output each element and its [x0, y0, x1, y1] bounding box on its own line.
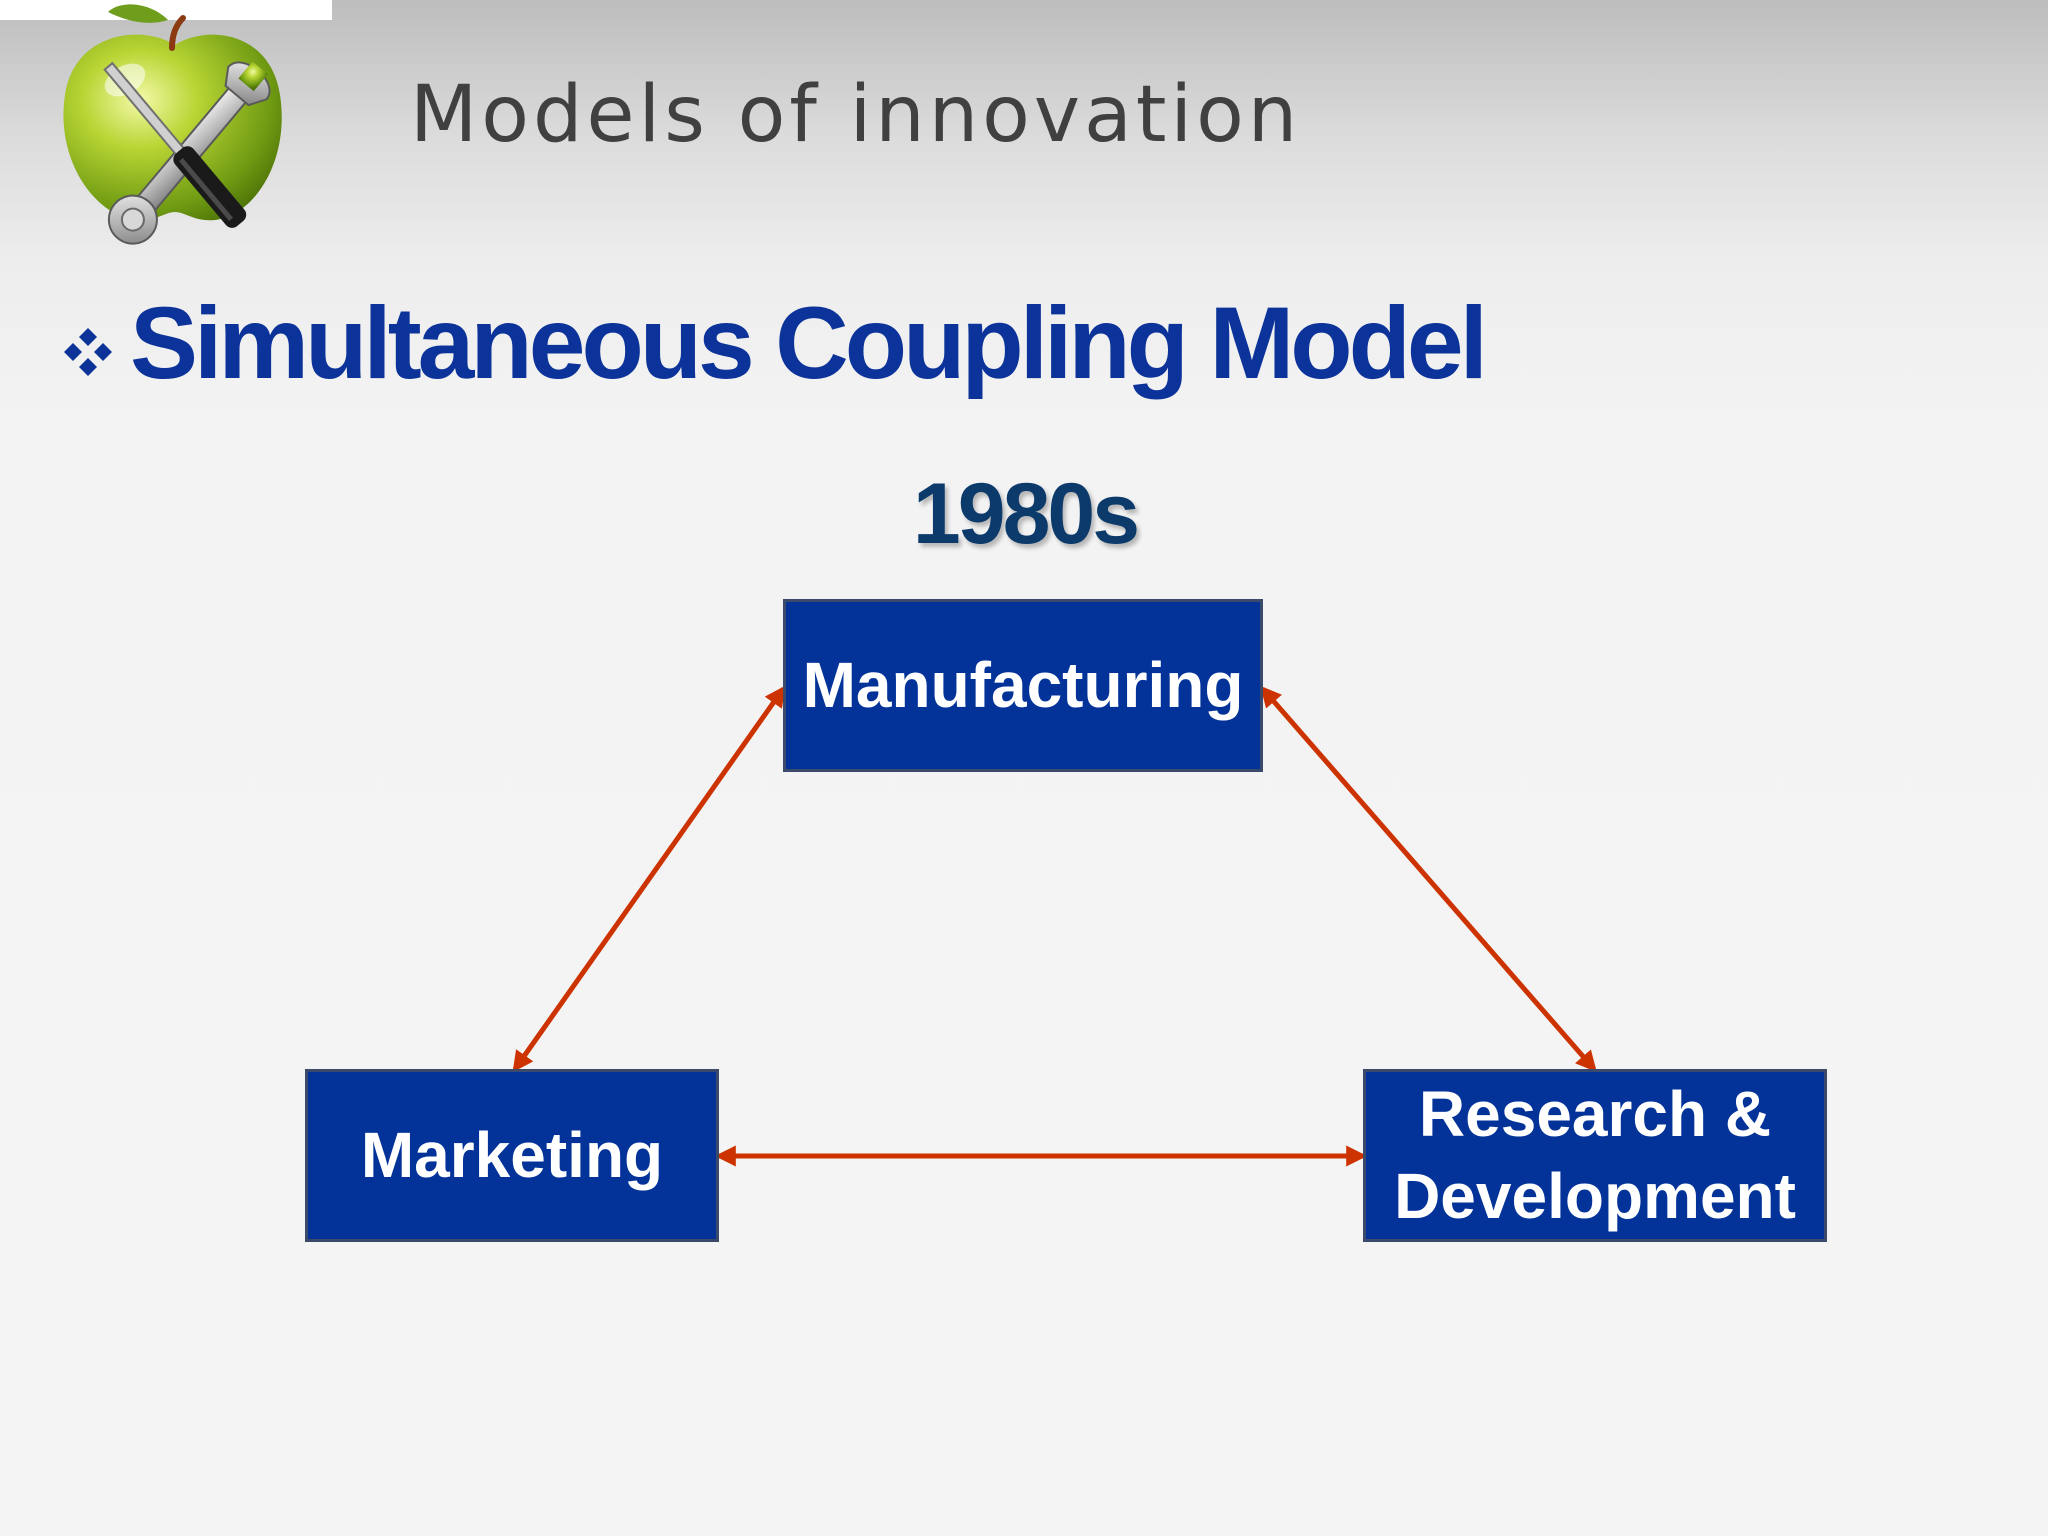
node-marketing: Marketing: [305, 1069, 719, 1242]
heading-text: Simultaneous Coupling Model: [130, 286, 1488, 400]
slide-heading: Simultaneous Coupling Model: [58, 285, 1488, 402]
top-left-white-strip: [0, 0, 332, 20]
slide-header-title: Models of innovation: [410, 70, 1302, 160]
era-label: 1980s: [912, 466, 1140, 562]
node-research-development: Research & Development: [1363, 1069, 1827, 1242]
arrow-manufacturing-marketing: [512, 685, 786, 1073]
node-manufacturing: Manufacturing: [783, 599, 1263, 772]
apple-tools-logo-icon: [40, 0, 310, 270]
arrow-manufacturing-research: [1260, 685, 1597, 1073]
four-diamond-bullet-icon: [64, 327, 112, 376]
